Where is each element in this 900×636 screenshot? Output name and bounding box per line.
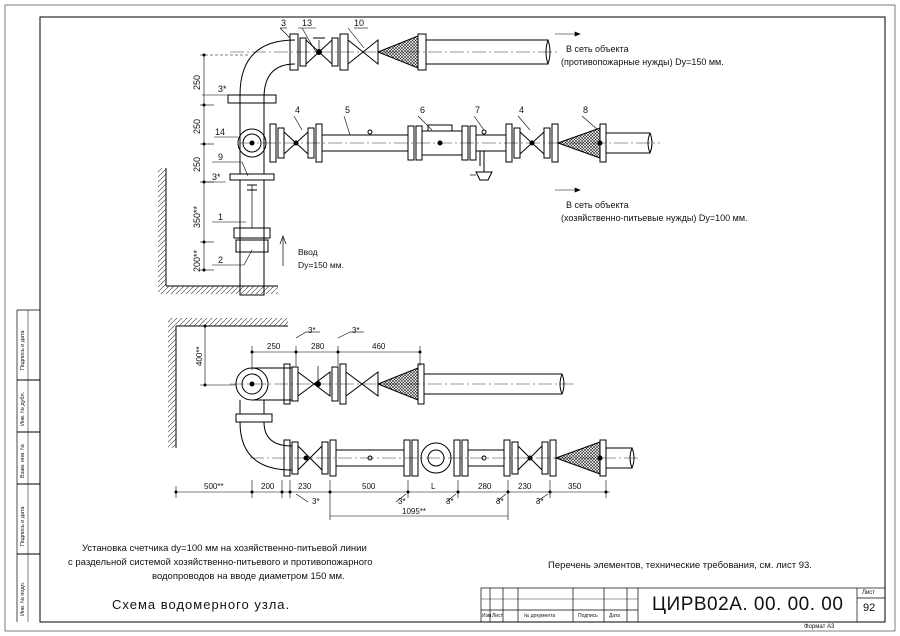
dim-v-250-3: 250 (192, 156, 202, 172)
star-mark-upper-2: 3* (212, 172, 221, 182)
reference-note: Перечень элементов, технические требован… (548, 560, 812, 571)
callout-14: 14 (215, 127, 226, 137)
description-line-2: с раздельной системой хозяйственно-питье… (68, 557, 373, 568)
callout-4-right: 4 (519, 105, 525, 115)
input-arrow (279, 235, 287, 266)
callout-3-top: 3 (281, 18, 287, 28)
lower-dimension-lines (175, 326, 610, 520)
callout-9: 9 (218, 152, 224, 162)
tb-col-list: Лист (492, 613, 503, 619)
sheet-frame (4, 4, 896, 632)
dim-v-200: 200** (192, 249, 202, 272)
star-mark-bot-4: 3* (496, 497, 504, 506)
input-label-1: Ввод (298, 247, 318, 257)
fire-output-2: (противопожарные нужды) Dy=150 мм. (561, 57, 724, 67)
dim-bot-230-1: 230 (298, 482, 312, 491)
upper-leaders (202, 27, 599, 266)
star-mark-upper-1: 3* (218, 84, 227, 94)
dim-v-250-1: 250 (192, 74, 202, 90)
scheme-title: Схема водомерного узла. (112, 597, 291, 612)
dim-v-350: 350** (192, 205, 202, 228)
dim-top-250: 250 (267, 342, 281, 351)
wall-lower (168, 318, 288, 448)
side-stamp-3: Взам. инв. № (20, 443, 26, 478)
dim-total-1095: 1095** (402, 507, 427, 516)
tb-col-doc: № документа (524, 613, 556, 619)
dim-bot-500s: 500** (204, 482, 224, 491)
callout-8: 8 (583, 105, 589, 115)
document-code: ЦИРВ02А. 00. 00. 00 (652, 594, 844, 615)
star-mark-bot-3: 3* (446, 497, 454, 506)
callout-13: 13 (302, 18, 313, 28)
upper-dimension-lines (200, 54, 250, 271)
lower-scheme (230, 363, 640, 477)
tb-col-sign: Подпись (578, 613, 598, 619)
format-label: Формат А3 (804, 624, 835, 630)
side-stamp-2: Инв. № дубл. (20, 391, 26, 426)
dim-bot-350: 350 (568, 482, 582, 491)
tb-col-izm: Изм. (482, 613, 493, 619)
input-label-2: Dy=150 мм. (298, 260, 344, 270)
callout-2: 2 (218, 255, 224, 265)
sheet-label: Лист (862, 590, 876, 596)
dim-bot-200: 200 (261, 482, 275, 491)
star-mark-bot-2: 3* (398, 497, 406, 506)
callout-5: 5 (345, 105, 351, 115)
side-stamp-4: Подпись и дата (20, 506, 26, 546)
drink-output-2: (хозяйственно-питьевые нужды) Dy=100 мм. (561, 213, 748, 223)
description-line-3: водопроводов на вводе диаметром 150 мм. (152, 571, 345, 582)
star-mark-lower-1: 3* (308, 326, 316, 335)
dim-bot-280: 280 (478, 482, 492, 491)
upper-scheme (227, 33, 660, 296)
dim-bot-230-2: 230 (518, 482, 532, 491)
side-stamp-1: Подпись и дата (20, 330, 26, 370)
dim-bot-500: 500 (362, 482, 376, 491)
side-stamp-5: Инв. № подл. (20, 581, 26, 616)
dim-side-400: 400** (195, 346, 204, 366)
callout-1: 1 (218, 212, 224, 222)
star-mark-bot-5: 3* (536, 497, 544, 506)
fire-output-1: В сеть объекта (566, 44, 629, 54)
title-block (480, 587, 886, 623)
dim-v-250-2: 250 (192, 118, 202, 134)
callout-6: 6 (420, 105, 426, 115)
sheet-number: 92 (863, 602, 876, 614)
dim-bot-L: L (431, 482, 436, 491)
lower-dim-dots (174, 53, 608, 494)
callout-4-left: 4 (295, 105, 301, 115)
dim-top-460: 460 (372, 342, 386, 351)
callout-7: 7 (475, 105, 481, 115)
star-mark-lower-2: 3* (352, 326, 360, 335)
output-arrows (555, 31, 581, 193)
star-mark-bot-1: 3* (312, 497, 320, 506)
tb-col-date: Дата (609, 613, 621, 619)
dim-top-280: 280 (311, 342, 325, 351)
callout-10: 10 (354, 18, 365, 28)
description-line-1: Установка счетчика dy=100 мм на хозяйств… (82, 543, 367, 554)
drink-output-1: В сеть объекта (566, 200, 629, 210)
wall-upper (158, 168, 278, 294)
